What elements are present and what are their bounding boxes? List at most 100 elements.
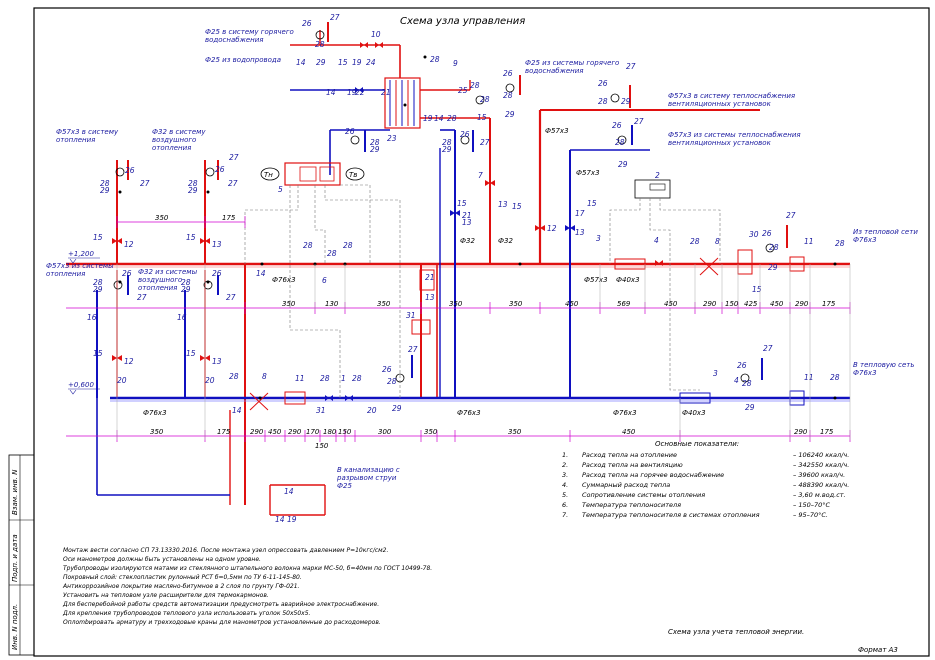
label-to-heating: Ф57х3 в систему отопления [56, 128, 119, 144]
svg-text:Трубопроводы изолируются матам: Трубопроводы изолируются матами из стекл… [63, 565, 432, 572]
svg-text:28: 28 [188, 179, 198, 188]
svg-text:28: 28 [327, 249, 337, 258]
label-from-hot-water: Ф25 из системы горячего водоснабжения [525, 59, 620, 75]
side-stamp: Инв. N подл. Подп. и дата Взам. инв. N [11, 469, 19, 650]
svg-text:15: 15 [457, 199, 467, 208]
svg-text:20: 20 [367, 406, 377, 415]
svg-text:19: 19 [352, 58, 362, 67]
svg-text:3.: 3. [562, 471, 568, 479]
svg-text:16: 16 [177, 313, 187, 322]
side-stamp-inv: Инв. N подл. [11, 604, 19, 650]
svg-text:350: 350 [150, 428, 164, 436]
svg-text:– 150–70°С: – 150–70°С [793, 501, 830, 509]
svg-text:29: 29 [181, 285, 191, 294]
svg-text:– 95–70°С.: – 95–70°С. [793, 511, 828, 519]
side-stamp-frame [8, 454, 35, 656]
svg-text:569: 569 [617, 300, 631, 308]
svg-text:12: 12 [547, 224, 557, 233]
svg-text:+1,200: +1,200 [68, 250, 94, 258]
svg-text:26: 26 [345, 127, 355, 136]
svg-text:5: 5 [278, 185, 283, 194]
svg-text:19: 19 [423, 114, 433, 123]
side-stamp-replace: Взам. инв. N [11, 469, 19, 515]
svg-text:25: 25 [458, 86, 468, 95]
svg-text:26: 26 [737, 361, 747, 370]
svg-text:29: 29 [745, 403, 755, 412]
svg-text:– 106240 ккал/ч.: – 106240 ккал/ч. [793, 451, 849, 459]
label-to-air-heating: Ф32 в систему воздушного отопления [152, 128, 206, 152]
svg-text:Ф76х3: Ф76х3 [272, 276, 296, 284]
svg-text:21: 21 [462, 211, 472, 220]
svg-text:20: 20 [117, 376, 127, 385]
format-label: Формат А3 [858, 646, 898, 654]
svg-text:27: 27 [229, 153, 239, 162]
label-to-sewer: В канализацию с разрывом струи Ф25 [337, 466, 400, 490]
svg-text:290: 290 [794, 428, 808, 436]
svg-text:15: 15 [186, 349, 196, 358]
svg-text:28: 28 [470, 81, 480, 90]
svg-text:17: 17 [575, 209, 585, 218]
svg-text:Ф40х3: Ф40х3 [682, 409, 706, 417]
svg-text:29: 29 [100, 186, 110, 195]
label-from-heating: Ф57х3 из системы отопления [46, 262, 114, 278]
svg-text:29: 29 [188, 186, 198, 195]
svg-text:28: 28 [598, 97, 608, 106]
svg-text:15: 15 [186, 233, 196, 242]
svg-text:7.: 7. [562, 511, 568, 519]
svg-text:13: 13 [498, 200, 508, 209]
svg-text:Оплombировать арматуру и трехх: Оплombировать арматуру и трехходовые кра… [63, 619, 381, 626]
svg-text:31: 31 [406, 311, 416, 320]
svg-text:450: 450 [770, 300, 784, 308]
svg-text:Ф76х3: Ф76х3 [457, 409, 481, 417]
side-stamp-sign: Подп. и дата [11, 534, 19, 582]
svg-text:14: 14 [296, 58, 306, 67]
svg-text:Суммарный расход тепла: Суммарный расход тепла [582, 481, 670, 489]
svg-text:350: 350 [155, 214, 169, 222]
svg-text:Ф57х3: Ф57х3 [584, 276, 608, 284]
svg-text:28: 28 [742, 379, 752, 388]
svg-text:130: 130 [325, 300, 339, 308]
svg-text:11: 11 [295, 374, 305, 383]
svg-text:21: 21 [381, 88, 391, 97]
svg-text:27: 27 [140, 179, 150, 188]
svg-text:15: 15 [93, 349, 103, 358]
notes-block: Монтаж вести согласно СП 73.13330.2016. … [62, 547, 432, 626]
svg-text:13: 13 [212, 357, 222, 366]
svg-text:23: 23 [387, 134, 397, 143]
sensor-tn [260, 167, 280, 181]
fittings [249, 249, 805, 411]
svg-text:21: 21 [425, 273, 435, 282]
svg-text:350: 350 [377, 300, 391, 308]
svg-text:10: 10 [371, 30, 381, 39]
svg-text:290: 290 [795, 300, 809, 308]
label-to-vent-supply: Ф57х3 в систему теплоснабжения вентиляци… [668, 92, 796, 108]
dimension-lines [66, 216, 850, 437]
svg-text:Ф40х3: Ф40х3 [616, 276, 640, 284]
svg-text:– 3,60 м.вод.ст.: – 3,60 м.вод.ст. [793, 491, 846, 499]
svg-text:27: 27 [626, 62, 636, 71]
svg-text:175: 175 [820, 428, 834, 436]
svg-text:12: 12 [124, 240, 134, 249]
svg-text:+0,600: +0,600 [68, 381, 94, 389]
svg-text:8: 8 [262, 372, 267, 381]
svg-text:26: 26 [503, 69, 513, 78]
sensor-tv [345, 167, 365, 181]
svg-text:30: 30 [749, 230, 759, 239]
svg-text:27: 27 [330, 13, 340, 22]
svg-text:29: 29 [442, 145, 452, 154]
svg-text:Ф76х3: Ф76х3 [613, 409, 637, 417]
svg-text:27: 27 [228, 179, 238, 188]
svg-text:29: 29 [768, 263, 778, 272]
svg-text:28: 28 [320, 374, 330, 383]
svg-text:13: 13 [212, 240, 222, 249]
svg-text:14: 14 [284, 487, 294, 496]
svg-text:29: 29 [618, 160, 628, 169]
svg-text:3: 3 [713, 369, 718, 378]
svg-text:27: 27 [226, 293, 236, 302]
svg-text:150: 150 [338, 428, 352, 436]
svg-text:29: 29 [370, 145, 380, 154]
label-from-water-supply: Ф25 из водопровода [205, 56, 282, 64]
svg-text:450: 450 [565, 300, 579, 308]
svg-text:350: 350 [509, 300, 523, 308]
svg-text:4: 4 [654, 236, 659, 245]
